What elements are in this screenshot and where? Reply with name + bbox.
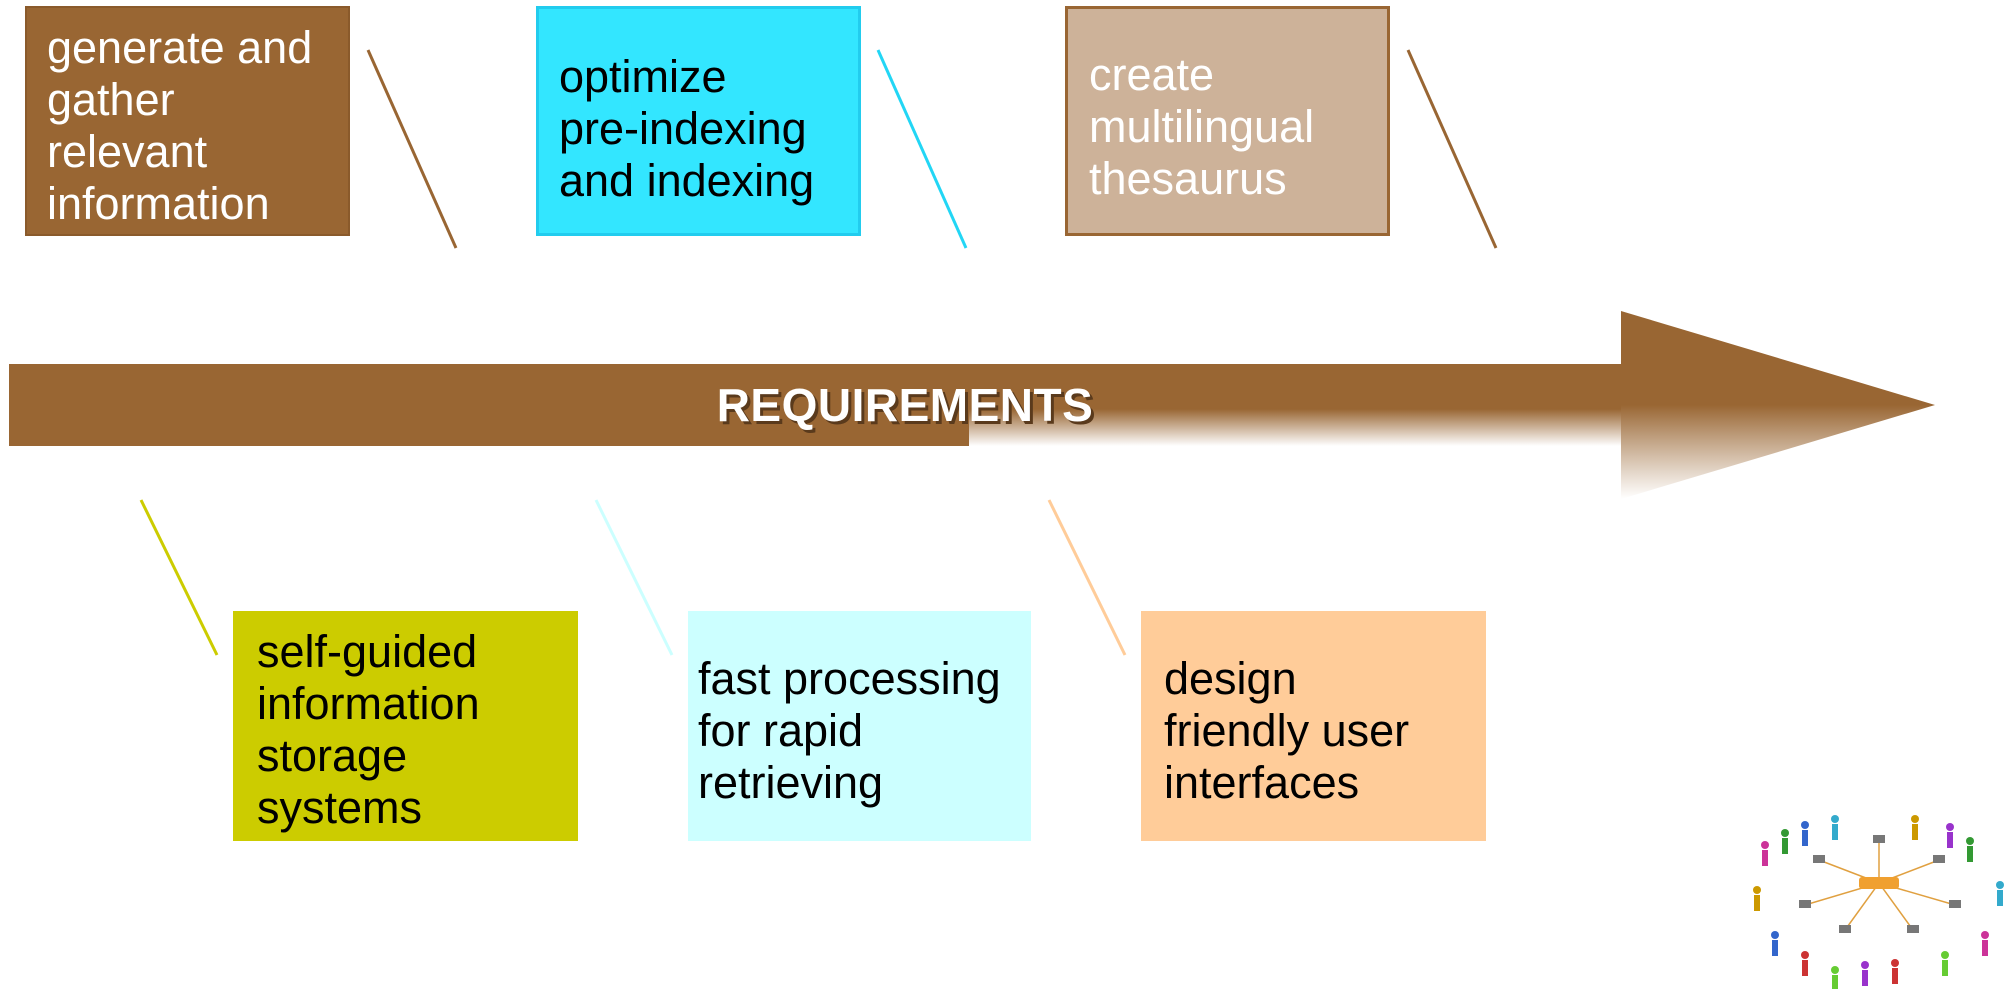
arrow-head <box>1621 311 1935 499</box>
connector-line-3 <box>1406 49 1498 249</box>
requirement-text: self-guided information storage systems <box>257 626 480 833</box>
requirements-label: REQUIREMENTS <box>716 379 1094 431</box>
requirement-text: optimize pre-indexing and indexing <box>559 51 815 206</box>
requirement-box-processing: fast processing for rapid retrieving <box>688 611 1031 841</box>
connector-line-6 <box>1047 499 1127 656</box>
people-crowd-icon <box>1753 815 2004 989</box>
requirement-box-thesaurus: create multilingual thesaurus <box>1065 6 1390 236</box>
network-hub-icon <box>1799 835 1961 933</box>
requirement-text: design friendly user interfaces <box>1164 653 1410 808</box>
connector-line-1 <box>366 49 458 249</box>
connector-line-2 <box>876 49 968 249</box>
arrow-shaft-fade <box>969 364 1621 446</box>
requirement-text: fast processing for rapid retrieving <box>698 653 1001 808</box>
arrow-shaft <box>9 364 969 446</box>
requirement-box-interfaces: design friendly user interfaces <box>1141 611 1486 841</box>
requirement-box-storage: self-guided information storage systems <box>233 611 578 841</box>
requirement-text: create multilingual thesaurus <box>1089 49 1315 204</box>
requirement-box-generate: generate and gather relevant information <box>25 6 350 236</box>
network-people-image <box>1753 815 2004 989</box>
connector-line-4 <box>139 499 219 656</box>
connector-line-5 <box>594 499 674 656</box>
requirement-text: generate and gather relevant information <box>47 22 313 229</box>
requirement-box-optimize: optimize pre-indexing and indexing <box>536 6 861 236</box>
